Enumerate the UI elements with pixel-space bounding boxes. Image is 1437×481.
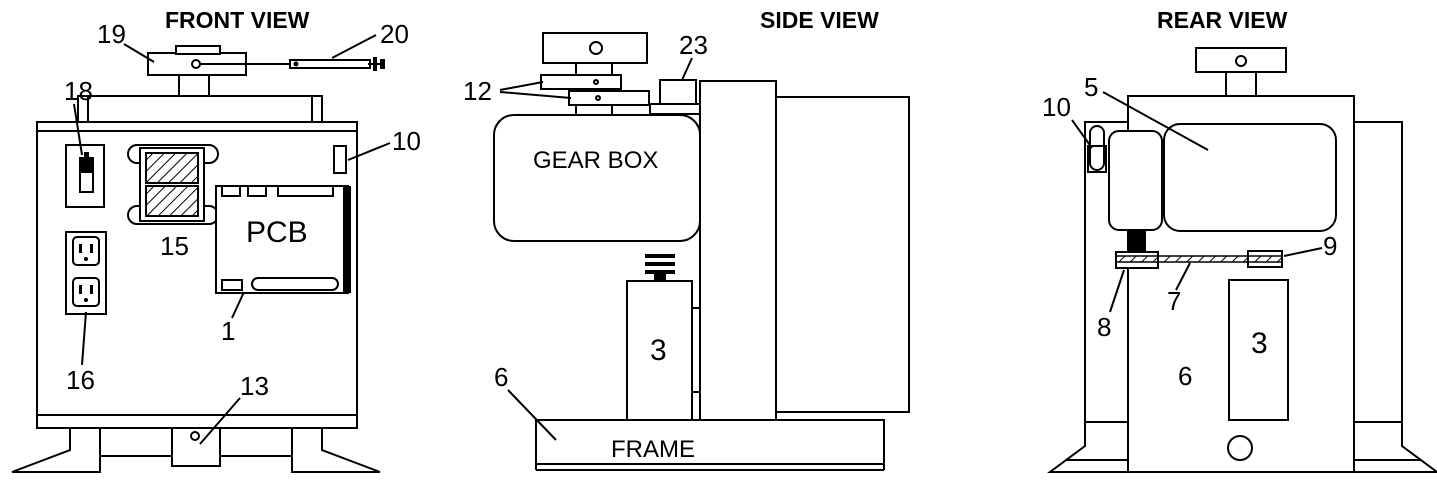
callout-1: 1 [221,316,235,346]
callout-6-side: 6 [494,362,508,392]
callout-8: 8 [1097,312,1111,342]
part-13-bottom [171,427,221,467]
rear-view: REAR VIEW 3 5 10 [1042,7,1437,473]
rear-hole [1227,435,1253,461]
callout-18: 18 [64,76,93,106]
motor-rear [1228,279,1289,421]
front-view-title: FRONT VIEW [165,7,310,33]
side-top-handle [542,32,648,64]
rear-top-handle [1195,47,1287,73]
electrical-outlets [65,231,107,315]
part-10-front [333,145,347,174]
front-right-leg [291,428,381,473]
frame-label: FRAME [611,436,695,463]
top-handle [147,45,385,98]
callout-13: 13 [240,371,269,401]
callout-6-rear: 6 [1178,361,1192,391]
callout-3-side: 3 [650,334,667,367]
callout-7: 7 [1167,286,1181,316]
callout-15: 15 [160,231,189,261]
rear-left-leg [1046,422,1128,473]
callout-10-front: 10 [392,126,421,156]
front-left-leg [11,428,101,473]
rear-motor-housing [1108,130,1163,231]
gear-box-label: GEAR BOX [533,147,658,174]
top-plate [77,95,323,123]
callout-20: 20 [380,19,409,49]
callout-3-rear: 3 [1251,327,1268,360]
callout-10-rear: 10 [1042,92,1071,122]
clamp-lower [568,90,650,106]
clamp-upper [540,74,622,90]
side-view: SIDE VIEW GEAR BOX 3 FRAME [463,7,910,471]
rear-view-title: REAR VIEW [1157,7,1288,33]
motor-side: 3 [626,254,701,421]
pcb-label: PCB [246,216,308,249]
part-5-gearbox [1163,123,1337,232]
transformer [127,144,219,225]
callout-9: 9 [1323,231,1337,261]
callout-16: 16 [66,365,95,395]
frame [535,419,885,465]
part-23 [659,79,697,105]
power-switch [65,144,105,208]
rear-right-leg [1354,422,1437,473]
side-rear-panel [775,96,910,413]
part-10-rear [1089,125,1105,171]
belt-7 [1115,255,1283,263]
gear-box [493,114,701,242]
pcb-board: PCB [215,185,351,294]
side-panel [699,80,777,421]
callout-12: 12 [463,76,492,106]
callout-5: 5 [1084,72,1098,102]
callout-23: 23 [679,30,708,60]
front-view: FRONT VIEW [11,7,421,473]
rear-right-panel [1353,121,1403,423]
side-view-title: SIDE VIEW [760,7,879,33]
callout-19: 19 [97,19,126,49]
